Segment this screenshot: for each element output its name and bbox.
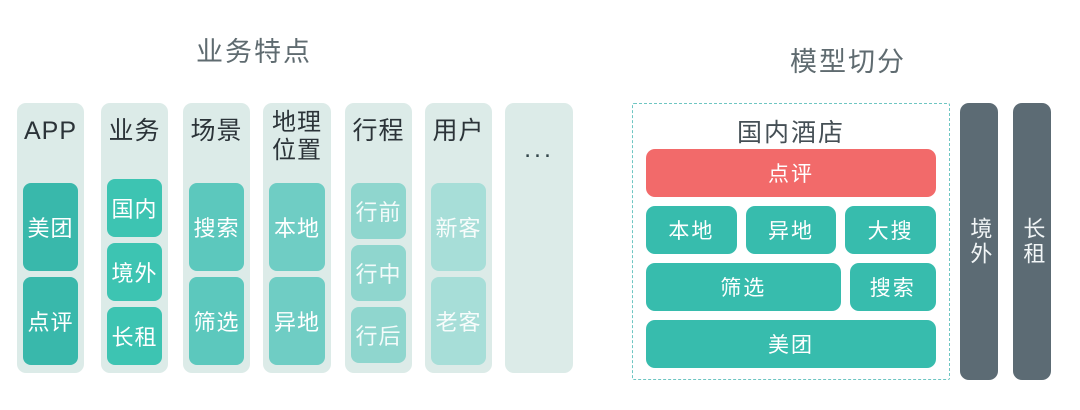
- feature-column-user[interactable]: 用户 新客 老客: [425, 103, 492, 373]
- segment-row: 筛选 搜索: [646, 263, 936, 311]
- segment-chip-accent[interactable]: 点评: [646, 149, 936, 197]
- feature-chip[interactable]: 行后: [351, 307, 406, 363]
- feature-column-geo-location[interactable]: 地理 位置 本地 异地: [263, 103, 331, 373]
- feature-chip[interactable]: 国内: [107, 179, 162, 237]
- segment-rows: 点评 本地 异地 大搜 筛选 搜索 美团: [646, 149, 937, 368]
- segment-row: 本地 异地 大搜: [646, 206, 937, 254]
- feature-column-trip[interactable]: 行程 行前 行中 行后: [345, 103, 412, 373]
- feature-column-header: 业务: [108, 117, 161, 145]
- feature-column-business[interactable]: 业务 国内 境外 长租: [101, 103, 168, 373]
- side-column-label: 长租: [1020, 216, 1046, 267]
- group-label: 国内酒店: [736, 119, 845, 147]
- segment-row: 点评: [646, 149, 936, 197]
- feature-column-header: 行程: [352, 117, 405, 145]
- feature-column-scene[interactable]: 场景 搜索 筛选: [183, 103, 250, 373]
- segment-chip[interactable]: 异地: [745, 206, 837, 254]
- right-panel-title: 模型切分: [790, 47, 906, 77]
- segment-chip[interactable]: 搜索: [849, 263, 936, 311]
- feature-chip[interactable]: 搜索: [189, 183, 244, 271]
- feature-column-header: 用户: [432, 117, 485, 145]
- feature-column-app[interactable]: APP 美团 点评: [17, 103, 84, 373]
- feature-column-header: APP: [23, 117, 78, 145]
- chip-stack: 国内 境外 长租: [107, 179, 162, 365]
- feature-chip[interactable]: 本地: [269, 183, 325, 271]
- feature-chip[interactable]: 行前: [351, 183, 406, 239]
- feature-chip[interactable]: 长租: [107, 307, 162, 365]
- feature-column-more[interactable]: ...: [505, 103, 573, 373]
- side-column-long-rent[interactable]: 长租: [1013, 103, 1051, 380]
- chip-stack: 搜索 筛选: [189, 183, 244, 365]
- chip-stack: 新客 老客: [431, 183, 486, 365]
- left-panel-title: 业务特点: [196, 37, 312, 67]
- segment-chip[interactable]: 筛选: [646, 263, 841, 311]
- segment-row: 美团: [646, 320, 936, 368]
- business-features-panel: 业务特点 APP 美团 点评 业务 国内 境外 长租 场景 搜索 筛选: [17, 37, 573, 373]
- segment-chip[interactable]: 大搜: [845, 206, 937, 254]
- side-column-label: 境外: [967, 216, 993, 267]
- segment-chip[interactable]: 本地: [646, 206, 737, 254]
- domestic-hotel-group[interactable]: 国内酒店 点评 本地 异地 大搜 筛选 搜索 美团: [632, 103, 950, 380]
- ellipsis-icon: ...: [524, 135, 554, 163]
- feature-chip[interactable]: 行中: [351, 245, 406, 301]
- chip-stack: 行前 行中 行后: [351, 183, 406, 363]
- side-column-overseas[interactable]: 境外: [960, 103, 998, 380]
- feature-chip[interactable]: 异地: [269, 277, 325, 365]
- feature-chip[interactable]: 美团: [23, 183, 78, 271]
- model-segmentation-panel: 模型切分 国内酒店 点评 本地 异地 大搜 筛选 搜索 美团: [600, 0, 1080, 410]
- chip-stack: 本地 异地: [269, 183, 325, 365]
- feature-chip[interactable]: 筛选: [189, 277, 244, 365]
- feature-chip[interactable]: 境外: [107, 243, 162, 301]
- segment-chip[interactable]: 美团: [646, 320, 936, 368]
- chip-stack: 美团 点评: [23, 183, 78, 365]
- feature-chip[interactable]: 点评: [23, 277, 78, 365]
- feature-chip[interactable]: 新客: [431, 183, 486, 271]
- feature-column-header: 场景: [190, 117, 243, 145]
- feature-chip[interactable]: 老客: [431, 277, 486, 365]
- feature-column-header: 地理 位置: [272, 109, 322, 164]
